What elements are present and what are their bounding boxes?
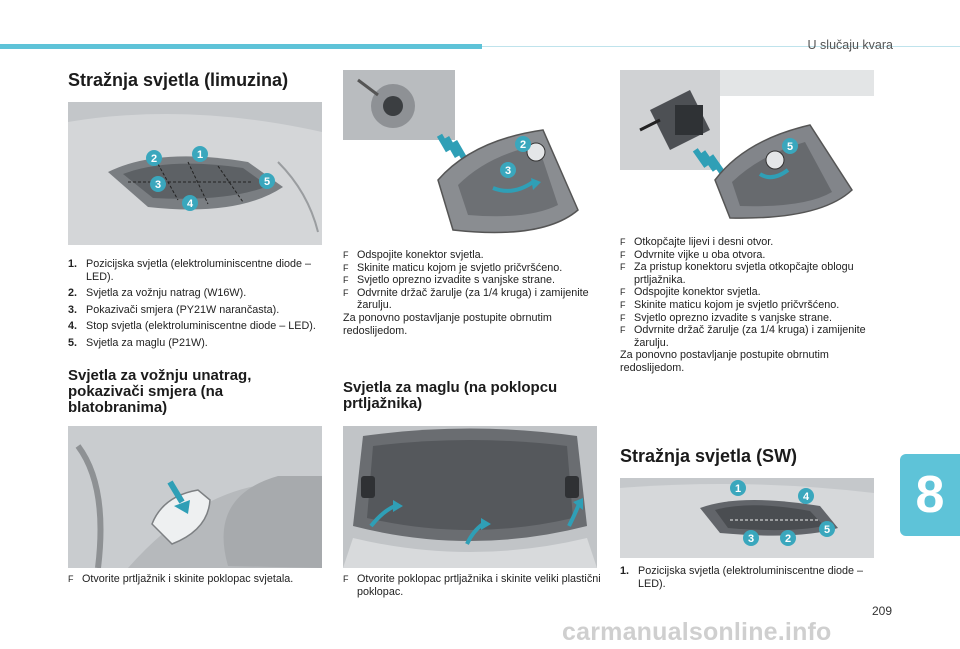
figure-trunk-cover [343,426,597,568]
title-limuzina: Stražnja svjetla (limuzina) [68,70,289,90]
illustration-lamp-removal: 2 3 [343,70,579,234]
callout-4: 4 [187,198,194,210]
legend-item: 2.Svjetla za vožnju natrag (W16W). [68,287,247,300]
figure-lamp-removal: 2 3 [343,70,597,237]
callout-1: 1 [197,149,203,161]
watermark: carmanualsonline.info [562,618,832,646]
callout-3: 3 [505,165,511,177]
legend-item: 1.Pozicijska svjetla (elektroluminiscent… [68,258,312,283]
illustration-sw: 1 4 5 3 2 [620,478,874,558]
figure-limuzina-lights: 1 2 3 4 5 [68,102,322,245]
note-text: Za ponovno postavljanje postupite obrnut… [620,349,829,374]
callout-5: 5 [264,176,270,188]
note-text: Za ponovno postavljanje postupite obrnut… [343,311,552,337]
legend-sw: 1.Pozicijska svjetla (elektroluminiscent… [620,565,874,594]
legend-item: 4.Stop svjetla (elektroluminiscentne dio… [68,320,316,333]
figure-fender-cover [68,426,322,568]
legend-limuzina: 1.Pozicijska svjetla (elektroluminiscent… [68,258,322,354]
callout-2: 2 [520,139,526,151]
title-sw: Stražnja svjetla (SW) [620,446,798,466]
chapter-tab: 8 [900,454,960,536]
title-natrag: Svjetla za vožnju unatrag, pokazivači sm… [68,367,252,416]
header-rule [482,46,960,47]
legend-item: 5.Svjetla za maglu (P21W). [68,336,208,349]
page-number: 209 [871,604,892,618]
illustration-fender [68,426,322,568]
section-header: U slučaju kvara [807,38,893,52]
callout-5: 5 [787,141,793,153]
illustration-trunk [343,426,597,568]
callout-3: 3 [155,179,161,191]
illustration-tailgate: 5 [620,70,874,219]
figure-tailgate-lamp: 5 [620,70,874,227]
legend-item: 1.Pozicijska svjetla (elektroluminiscent… [620,565,864,590]
callout-4: 4 [803,491,810,503]
callout-5: 5 [824,524,830,536]
header-accent-bar [0,44,482,49]
callout-2: 2 [151,153,157,165]
legend-item: 3.Pokazivači smjera (PY21W narančasta). [68,303,280,316]
callout-2: 2 [785,533,791,545]
callout-1: 1 [735,483,741,495]
title-magla: Svjetla za maglu (na poklopcu prtljažnik… [343,379,558,412]
figure-sw-lights: 1 4 5 3 2 [620,478,874,558]
callout-3: 3 [748,533,754,545]
illustration-limuzina: 1 2 3 4 5 [68,102,322,245]
